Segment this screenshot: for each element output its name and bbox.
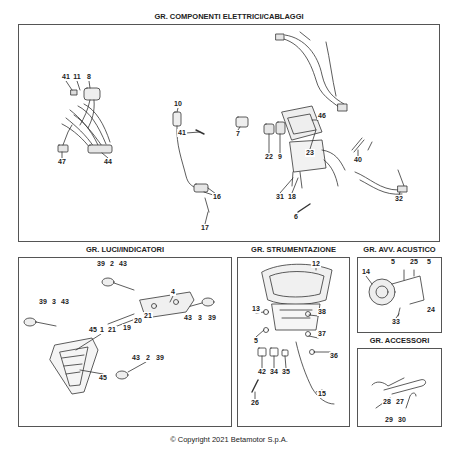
callout-number: 13 — [251, 305, 261, 313]
callout-number: 5 — [253, 337, 259, 345]
callout-number: 43 — [183, 314, 193, 322]
callout-number: 45 — [98, 374, 108, 382]
callout-number: 40 — [353, 156, 363, 164]
callout-number: 39 — [38, 298, 48, 306]
callout-number: 10 — [173, 100, 183, 108]
group-heading-text: GR. COMPONENTI ELETTRICI/CABLAGGI — [152, 12, 305, 21]
callout-number: 39 — [207, 314, 217, 322]
callout-number: 1 — [99, 326, 105, 334]
group-heading: GR. AVV. ACUSTICO — [358, 245, 441, 254]
callout-number: 33 — [391, 318, 401, 326]
callout-number: 20 — [133, 317, 143, 325]
callout-number: 24 — [426, 306, 436, 314]
callout-number: 8 — [86, 73, 92, 81]
callout-number: 4 — [170, 288, 176, 296]
callout-number: 28 — [382, 398, 392, 406]
callout-number: 23 — [305, 149, 315, 157]
callout-number: 27 — [395, 398, 405, 406]
callout-number: 39 — [155, 354, 165, 362]
callout-number: 41 — [177, 129, 187, 137]
callout-number: 21 — [107, 326, 117, 334]
callout-number: 38 — [317, 308, 327, 316]
callout-number: 7 — [235, 130, 241, 138]
callout-number: 31 — [275, 193, 285, 201]
callout-number: 2 — [109, 260, 115, 268]
callout-number: 14 — [361, 268, 371, 276]
callout-number: 45 — [88, 326, 98, 334]
callout-number: 43 — [131, 354, 141, 362]
callout-number: 41 — [61, 73, 71, 81]
group-heading: GR. ACCESSORI — [358, 336, 441, 345]
callout-number: 39 — [96, 260, 106, 268]
callout-number: 5 — [426, 258, 432, 266]
callout-number: 34 — [269, 368, 279, 376]
callout-number: 29 — [384, 416, 394, 424]
callout-number: 46 — [317, 112, 327, 120]
callout-number: 3 — [197, 314, 203, 322]
callout-number: 12 — [311, 260, 321, 268]
callout-number: 15 — [317, 390, 327, 398]
group-heading-text: GR. AVV. ACUSTICO — [361, 245, 437, 254]
group-heading: GR. COMPONENTI ELETTRICI/CABLAGGI — [19, 12, 439, 21]
callout-number: 43 — [60, 298, 70, 306]
callout-number: 43 — [118, 260, 128, 268]
group-panel: GR. LUCI/INDICATORI — [18, 257, 232, 427]
callout-number: 35 — [281, 368, 291, 376]
copyright-caption: © Copyright 2021 Betamotor S.p.A. — [0, 435, 458, 444]
callout-number: 2 — [145, 354, 151, 362]
callout-number: 17 — [200, 224, 210, 232]
group-heading-text: GR. STRUMENTAZIONE — [249, 245, 338, 254]
group-heading: GR. LUCI/INDICATORI — [19, 245, 231, 254]
callout-number: 22 — [264, 153, 274, 161]
group-heading-text: GR. ACCESSORI — [368, 336, 432, 345]
callout-number: 32 — [394, 195, 404, 203]
callout-number: 25 — [409, 258, 419, 266]
group-heading: GR. STRUMENTAZIONE — [238, 245, 349, 254]
callout-number: 6 — [293, 213, 299, 221]
callout-number: 30 — [397, 416, 407, 424]
callout-number: 11 — [72, 73, 81, 81]
callout-number: 9 — [277, 153, 283, 161]
callout-number: 16 — [212, 193, 222, 201]
callout-number: 26 — [250, 399, 260, 407]
callout-number: 21 — [143, 312, 153, 320]
callout-number: 36 — [329, 352, 339, 360]
callout-number: 42 — [257, 368, 267, 376]
callout-number: 44 — [103, 158, 113, 166]
callout-number: 5 — [390, 258, 396, 266]
group-heading-text: GR. LUCI/INDICATORI — [84, 245, 166, 254]
callout-number: 3 — [51, 298, 57, 306]
callout-number: 19 — [122, 324, 132, 332]
group-panel: GR. COMPONENTI ELETTRICI/CABLAGGI — [18, 24, 440, 242]
callout-number: 18 — [287, 193, 297, 201]
callout-number: 47 — [57, 158, 67, 166]
callout-number: 37 — [317, 330, 327, 338]
